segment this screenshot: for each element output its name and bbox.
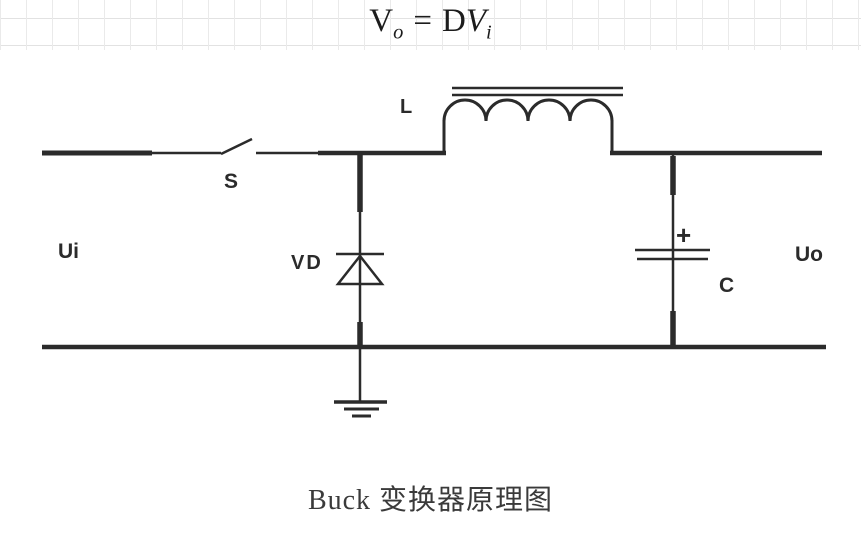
grid-paper-background: [0, 0, 861, 50]
formula-rhs-symbol: V: [465, 3, 486, 39]
diode-triangle: [335, 253, 385, 286]
output-voltage-label: Uo: [795, 243, 823, 266]
switch-blade: [220, 137, 253, 156]
inductor-label: L: [400, 96, 412, 118]
input-voltage-label: Ui: [58, 240, 79, 263]
capacitor-polarity-sign: +: [676, 220, 691, 250]
formula-duty-cycle-symbol: D: [441, 3, 466, 39]
formula-lhs-symbol: V: [369, 3, 394, 39]
inductor-coil: [442, 98, 614, 122]
diode-label: VD: [291, 252, 323, 274]
output-voltage-formula: Vo=DVi: [0, 3, 861, 43]
figure-caption: Buck 变换器原理图: [307, 485, 554, 516]
formula-lhs-subscript: o: [393, 21, 404, 44]
switch-label: S: [224, 170, 238, 193]
formula-rhs-subscript: i: [486, 21, 492, 44]
formula-equals-sign: =: [413, 3, 432, 39]
capacitor-label: C: [719, 274, 734, 297]
